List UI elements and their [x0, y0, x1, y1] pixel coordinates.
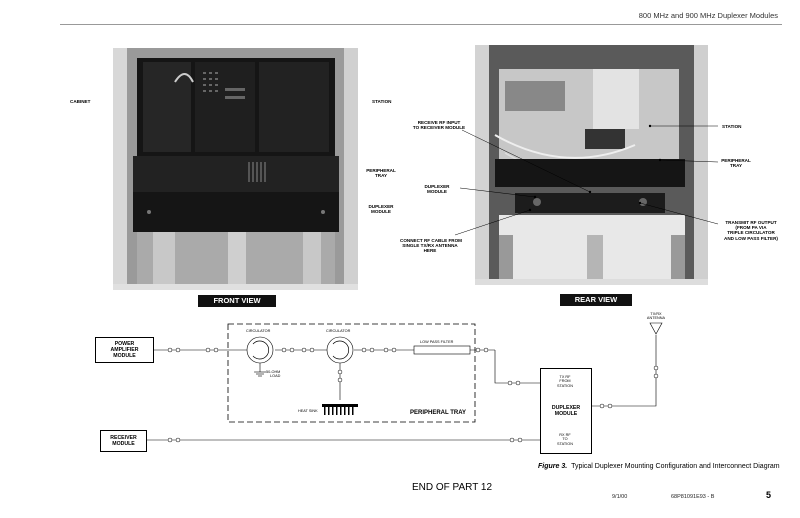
- block-line: AMPLIFIER: [110, 347, 139, 353]
- low-pass-filter-icon: [413, 345, 471, 355]
- label-circulator-1: CIRCULATOR: [246, 329, 271, 333]
- label-line: RECEIVE RF INPUT: [417, 120, 461, 125]
- label-peripheral-tray: PERIPHERAL TRAY: [410, 410, 467, 416]
- figure-number: Figure 3.: [538, 463, 568, 470]
- label-front-peripheral-tray: PERIPHERAL TRAY: [364, 168, 398, 178]
- label-rear-station: STATION: [722, 124, 742, 129]
- block-line: RECEIVER: [110, 435, 137, 441]
- front-view-photo: [113, 48, 358, 290]
- label-rear-peripheral-tray: PERIPHERAL TRAY: [718, 158, 754, 168]
- label-line: (FROM PA VIA: [735, 225, 767, 231]
- label-rx-rf: RX RF TO STATION: [548, 433, 582, 446]
- figure-caption-text: Typical Duplexer Mounting Configuration …: [571, 463, 780, 470]
- label-line: MODULE: [427, 189, 447, 195]
- figure-caption: Figure 3. Typical Duplexer Mounting Conf…: [538, 463, 780, 470]
- label-line: MODULE: [371, 209, 391, 215]
- page-number: 5: [766, 490, 772, 500]
- label-line: TX RF: [559, 375, 571, 379]
- label-line: HERE: [423, 248, 437, 254]
- label-front-station: STATION: [372, 99, 392, 104]
- label-line: TRAY: [374, 173, 388, 179]
- block-line: MODULE: [112, 441, 135, 447]
- label-line: PERIPHERAL: [366, 168, 396, 173]
- connector-icons: [167, 347, 659, 443]
- antenna-icon: [649, 322, 663, 335]
- label-load: 50-OHM LOAD: [266, 370, 280, 379]
- label-transmit-rf: TRANSMIT RF OUTPUT (FROM PA VIA TRIPLE C…: [716, 220, 786, 241]
- label-line: TO RECEIVER MODULE: [412, 125, 466, 131]
- label-line: STATION: [557, 383, 573, 388]
- label-connect-rf: CONNECT RF CABLE FROM SINGLE TX/RX ANTEN…: [400, 238, 463, 254]
- label-heat-sink: HEAT SINK: [298, 409, 318, 413]
- heat-sink-icon: [322, 404, 358, 415]
- label-line: TRANSMIT RF OUTPUT: [725, 220, 777, 225]
- label-line: RX RF: [559, 433, 571, 437]
- end-of-part: END OF PART 12: [412, 482, 493, 493]
- label-line: LOAD: [270, 374, 281, 379]
- label-line: TX/RX: [650, 312, 662, 316]
- label-line: SINGLE TX/RX ANTENNA: [402, 243, 458, 249]
- front-view-label: FRONT VIEW: [198, 295, 276, 307]
- label-line: PERIPHERAL: [721, 158, 751, 163]
- label-circulator-2: CIRCULATOR: [326, 329, 351, 333]
- block-line: MODULE: [113, 353, 136, 359]
- label-line: FROM: [559, 379, 571, 384]
- label-low-pass-filter: LOW PASS FILTER: [420, 340, 454, 344]
- label-line: TRAY: [729, 163, 743, 169]
- power-amplifier-block: POWER AMPLIFIER MODULE: [95, 337, 154, 363]
- document-header-title: 800 MHz and 900 MHz Duplexer Modules: [638, 11, 778, 20]
- label-line: DUPLEXER: [368, 204, 394, 209]
- label-antenna: TX/RX ANTENNA: [645, 312, 667, 321]
- label-front-duplexer: DUPLEXER MODULE: [364, 204, 398, 214]
- block-line: MODULE: [554, 411, 578, 417]
- label-line: ANTENNA: [646, 316, 666, 321]
- label-line: STATION: [557, 441, 573, 446]
- load-icon: [254, 371, 266, 377]
- rear-view-photo: [475, 45, 708, 285]
- footer-doc-number: 68P81091E93 - B: [671, 494, 715, 500]
- block-line: DUPLEXER: [551, 405, 581, 411]
- rear-view-label: REAR VIEW: [560, 294, 632, 306]
- duplexer-block: DUPLEXER MODULE: [540, 368, 592, 454]
- header-rule: [60, 24, 782, 25]
- label-line: AND LOW PASS FILTER): [724, 235, 778, 241]
- block-line: POWER: [114, 341, 135, 347]
- receiver-block: RECEIVER MODULE: [100, 430, 147, 452]
- label-tx-rf: TX RF FROM STATION: [548, 375, 582, 388]
- label-line: 50-OHM: [266, 370, 281, 374]
- footer-date: 9/1/00: [612, 494, 628, 500]
- label-cabinet: CABINET: [70, 99, 91, 104]
- label-rear-duplexer: DUPLEXER MODULE: [422, 184, 452, 194]
- label-line: DUPLEXER: [424, 184, 450, 189]
- label-receive-rf: RECEIVE RF INPUT TO RECEIVER MODULE: [410, 120, 468, 130]
- label-line: TO: [562, 437, 568, 442]
- label-line: TRIPLE CIRCULATOR: [727, 230, 775, 236]
- label-line: CONNECT RF CABLE FROM: [400, 238, 463, 243]
- peripheral-tray-outline: [227, 323, 476, 423]
